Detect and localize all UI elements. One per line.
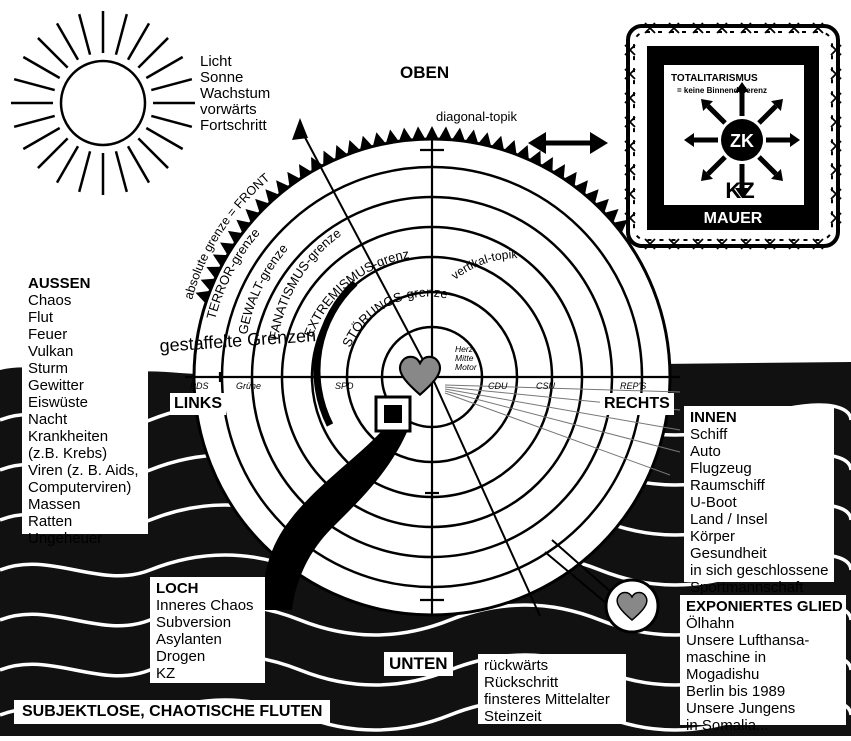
- list-item: Flut: [28, 309, 142, 326]
- list-item: Flugzeug: [690, 460, 828, 477]
- list-item: Körper: [690, 528, 828, 545]
- list-item: Sturm: [28, 360, 142, 377]
- party-pds: PDS: [190, 381, 209, 391]
- list-item: Ratten: [28, 513, 142, 530]
- sun-words: Licht Sonne Wachstum vorwärts Fortschrit…: [200, 54, 270, 134]
- prison-subtitle: = keine Binnendifferenz: [677, 86, 767, 95]
- party-gruene: Grüne: [236, 381, 261, 391]
- sun-word: Sonne: [200, 70, 270, 86]
- loch-box: LOCH Inneres Chaos Subversion Asylanten …: [150, 577, 265, 683]
- list-item: Chaos: [28, 292, 142, 309]
- zk-label: ZK: [730, 131, 754, 151]
- list-item: Unsere Jungens: [686, 700, 840, 717]
- list-item: in Somalia...: [686, 717, 840, 734]
- list-item: Drogen: [156, 648, 259, 665]
- unten-label: UNTEN: [384, 652, 453, 676]
- list-item: Subversion: [156, 614, 259, 631]
- list-item: Land / Insel: [690, 511, 828, 528]
- sun-icon: [11, 11, 195, 195]
- aussen-title: AUSSEN: [28, 275, 142, 292]
- list-item: Berlin bis 1989: [686, 683, 840, 700]
- party-csu: CSU: [536, 381, 556, 391]
- kz-label: KZ: [725, 178, 754, 203]
- list-item: Rückschritt: [484, 674, 620, 691]
- diagonal-topik-label: diagonal-topik: [436, 110, 517, 124]
- aussen-box: AUSSEN Chaos Flut Feuer Vulkan Sturm Gew…: [22, 272, 148, 534]
- arrow-up-left-icon: [292, 118, 308, 140]
- list-item: U-Boot: [690, 494, 828, 511]
- list-item: Ungeheuer: [28, 530, 142, 547]
- glied-box: EXPONIERTES GLIED Ölhahn Unsere Lufthans…: [680, 595, 846, 725]
- list-item: Auto: [690, 443, 828, 460]
- list-item: Sportmannschaft: [690, 579, 828, 596]
- list-item: (z.B. Krebs): [28, 445, 142, 462]
- sun-word: Fortschritt: [200, 118, 270, 134]
- list-item: Inneres Chaos: [156, 597, 259, 614]
- sun-word: vorwärts: [200, 102, 270, 118]
- loch-title: LOCH: [156, 580, 259, 597]
- list-item: Unsere Lufthansa-: [686, 632, 840, 649]
- party-reps: REP'S: [620, 381, 646, 391]
- list-item: finsteres Mittelalter: [484, 691, 620, 708]
- innen-box: INNEN Schiff Auto Flugzeug Raumschiff U-…: [684, 406, 834, 582]
- mauer-label: MAUER: [704, 210, 763, 227]
- list-item: Viren (z. B. Aids,: [28, 462, 142, 479]
- list-item: Massen: [28, 496, 142, 513]
- list-item: Mogadishu: [686, 666, 840, 683]
- list-item: Vulkan: [28, 343, 142, 360]
- list-item: Eiswüste: [28, 394, 142, 411]
- links-label: LINKS: [170, 393, 226, 415]
- list-item: Krankheiten: [28, 428, 142, 445]
- list-item: Gesundheit: [690, 545, 828, 562]
- sun-word: Licht: [200, 54, 270, 70]
- unten-words-box: rückwärts Rückschritt finsteres Mittelal…: [478, 654, 626, 724]
- list-item: Ölhahn: [686, 615, 840, 632]
- fluten-label: SUBJEKTLOSE, CHAOTISCHE FLUTEN: [14, 700, 330, 724]
- prison-title: TOTALITARISMUS: [671, 73, 758, 84]
- list-item: Raumschiff: [690, 477, 828, 494]
- list-item: maschine in: [686, 649, 840, 666]
- party-cdu: CDU: [488, 381, 508, 391]
- party-spd: SPD: [335, 381, 354, 391]
- center-motor: Motor: [455, 362, 478, 372]
- list-item: rückwärts: [484, 657, 620, 674]
- list-item: Feuer: [28, 326, 142, 343]
- list-item: Nacht: [28, 411, 142, 428]
- list-item: Gewitter: [28, 377, 142, 394]
- innen-title: INNEN: [690, 409, 828, 426]
- double-arrow-icon: [528, 132, 608, 154]
- list-item: Computerviren): [28, 479, 142, 496]
- sun-word: Wachstum: [200, 86, 270, 102]
- list-item: Asylanten: [156, 631, 259, 648]
- list-item: Steinzeit: [484, 708, 620, 725]
- rechts-label: RECHTS: [600, 393, 674, 415]
- list-item: KZ: [156, 665, 259, 682]
- glied-title: EXPONIERTES GLIED: [686, 598, 840, 615]
- list-item: in sich geschlossene: [690, 562, 828, 579]
- oben-label: OBEN: [400, 64, 449, 82]
- list-item: Schiff: [690, 426, 828, 443]
